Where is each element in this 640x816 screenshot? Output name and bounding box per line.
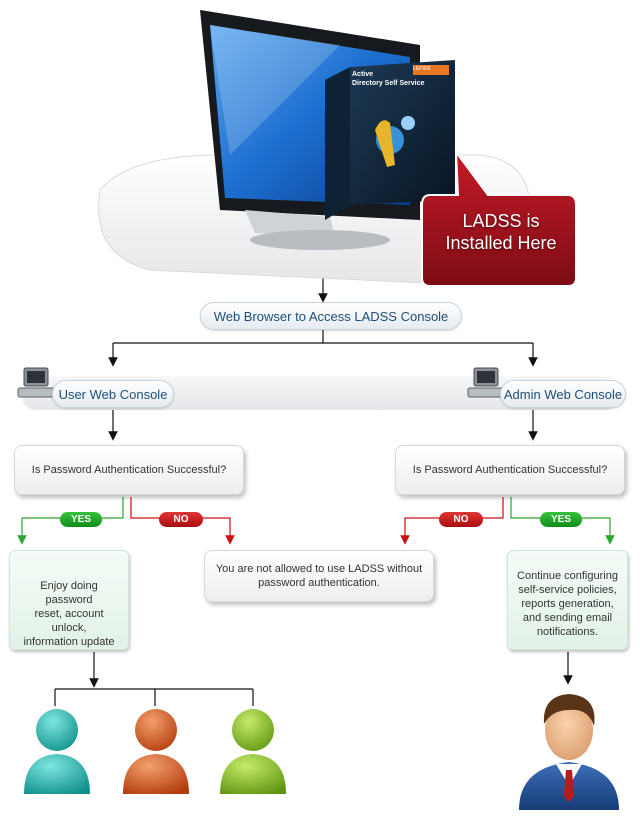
teal-user-icon: [24, 709, 90, 794]
product-brand: LEPIDE: [413, 66, 431, 72]
web-browser-node: Web Browser to Access LADSS Console: [200, 302, 462, 330]
installed-callout-bubble: [421, 150, 577, 287]
callout-line2: Installed Here: [445, 233, 557, 253]
user-outcome-box: Enjoy doing password reset, account unlo…: [9, 550, 129, 650]
callout-line1: LADSS is: [462, 211, 540, 231]
admin-web-console-node: Admin Web Console: [500, 380, 626, 408]
user-web-console-node: User Web Console: [52, 380, 174, 408]
user-computer-icon: [17, 367, 55, 398]
user-outcome-line1: Enjoy doing password: [40, 580, 98, 606]
product-box-title-line2: Directory Self Service: [352, 80, 425, 87]
admin-outcome-box: Continue configuring self-service polici…: [507, 550, 628, 650]
product-box-title-line1: Active: [352, 71, 374, 78]
admin-outcome-line3: reports generation,: [521, 598, 614, 610]
right-yes-tag: YES: [540, 512, 582, 527]
denied-line1: You are not allowed to use LADSS without: [215, 563, 423, 575]
admin-outcome-line4: and sending email: [522, 612, 613, 624]
monitor-illustration: [98, 10, 531, 286]
right-no-tag: NO: [439, 512, 483, 527]
green-user-icon: [220, 709, 286, 794]
orange-user-icon: [123, 709, 189, 794]
left-yes-tag: YES: [60, 512, 102, 527]
denied-line2: password authentication.: [258, 577, 380, 589]
left-auth-question: Is Password Authentication Successful?: [14, 445, 244, 495]
access-denied-box: You are not allowed to use LADSS without…: [204, 550, 434, 602]
user-outcome-line2: reset, account unlock,: [34, 608, 104, 634]
admin-outcome-line2: self-service policies,: [518, 584, 617, 596]
admin-outcome-line5: notifications.: [536, 626, 599, 638]
installed-callout-text: LADSS is Installed Here: [426, 210, 576, 254]
admin-computer-icon: [467, 367, 505, 398]
left-no-tag: NO: [159, 512, 203, 527]
admin-user-icon: [519, 694, 619, 810]
right-auth-question: Is Password Authentication Successful?: [395, 445, 625, 495]
user-outcome-line3: information update: [23, 636, 115, 648]
product-box-title: Active Directory Self Service: [352, 70, 442, 88]
admin-outcome-line1: Continue configuring: [517, 570, 618, 582]
